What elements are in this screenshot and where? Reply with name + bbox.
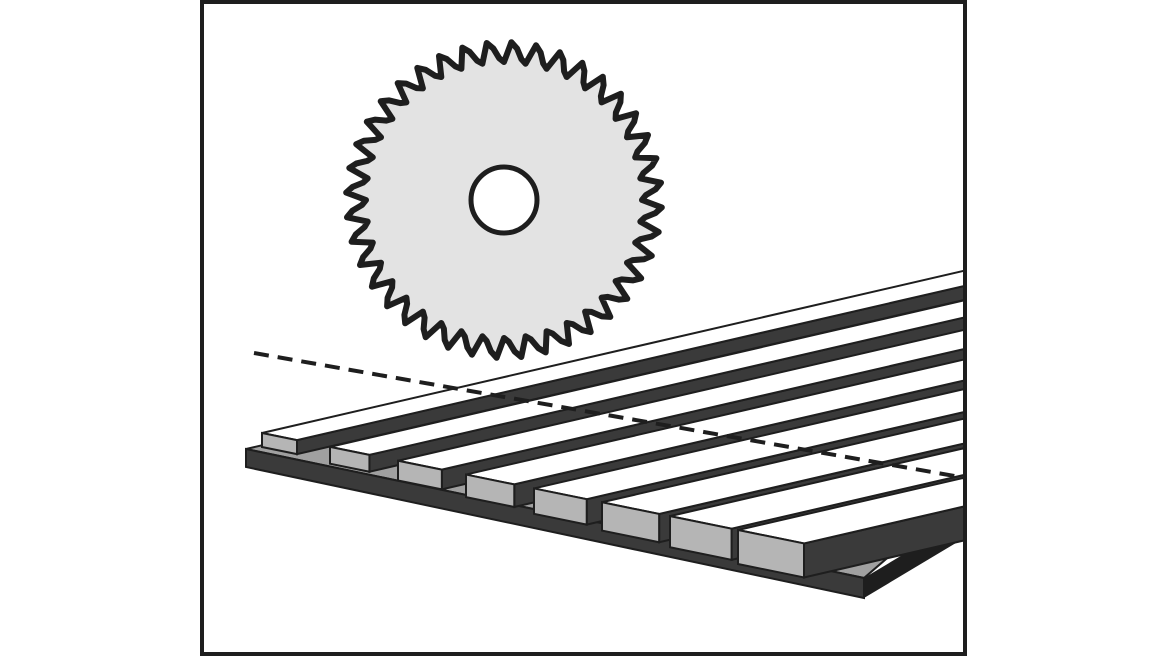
strip-front	[329, 445, 371, 473]
saw-blade-icon	[343, 39, 665, 361]
scene	[245, 39, 963, 600]
strip-front	[397, 459, 443, 491]
strip-front	[261, 431, 298, 456]
strip-front	[465, 473, 516, 509]
wooden-strip	[261, 269, 963, 456]
wooden-strip	[737, 476, 963, 579]
strip-front	[601, 501, 661, 544]
strip-front	[737, 528, 805, 579]
strip-front	[669, 514, 733, 562]
arbor-hole-icon	[468, 164, 540, 236]
wooden-strips	[261, 269, 963, 579]
strip-front	[533, 487, 588, 526]
cut-line	[253, 351, 963, 480]
frame-border	[200, 0, 967, 656]
